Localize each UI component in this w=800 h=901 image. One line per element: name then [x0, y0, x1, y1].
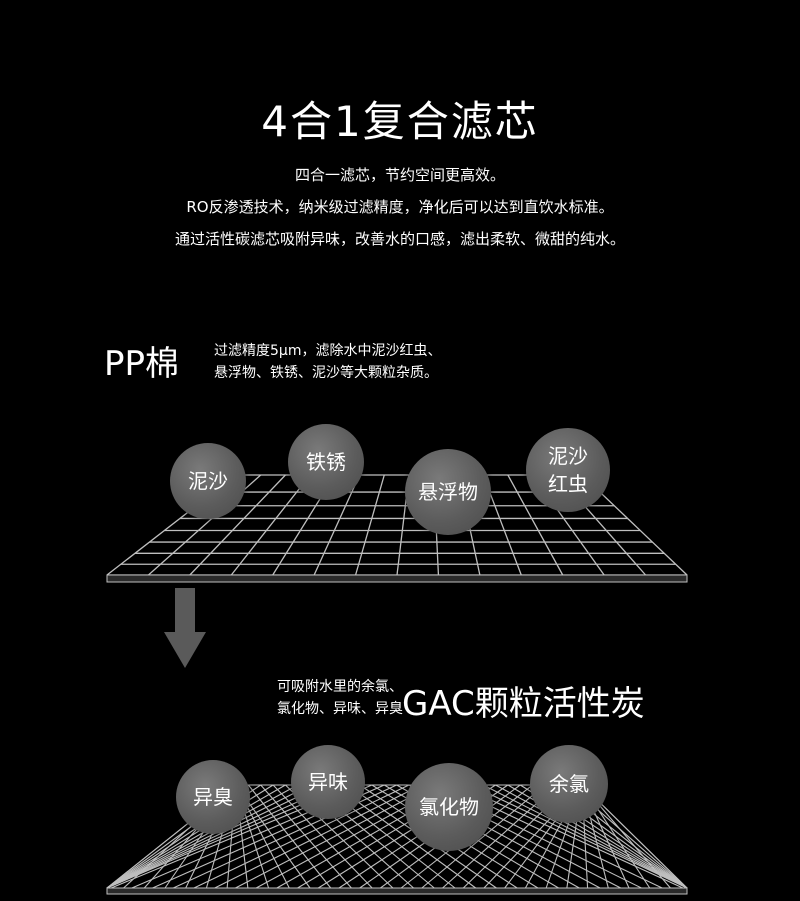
pp-bubble-rust: 铁锈 [288, 424, 364, 500]
gac-title: GAC颗粒活性炭 [402, 684, 645, 724]
intro-line-3: 通过活性碳滤芯吸附异味，改善水的口感，滤出柔软、微甜的纯水。 [174, 230, 625, 248]
gac-desc-line-2: 氯化物、异味、异臭 [277, 701, 403, 717]
pp-bubble-suspended-matter: 悬浮物 [405, 449, 491, 535]
pp-bubble-silt-redworm: 泥沙 红虫 [526, 428, 610, 512]
pp-bubble-silt: 泥沙 [170, 443, 246, 519]
down-arrow-icon [164, 588, 206, 668]
gac-description: 可吸附水里的余氯、 氯化物、异味、异臭 [233, 676, 403, 720]
gac-bubble-peculiar-smell: 异味 [291, 745, 365, 819]
gac-bubble-residual-chlorine: 余氯 [530, 745, 608, 823]
gac-bubble-odor: 异臭 [176, 760, 250, 834]
gac-bubble-chloride: 氯化物 [405, 763, 493, 851]
pp-title: PP棉 [104, 344, 180, 384]
intro-line-1: 四合一滤芯，节约空间更高效。 [294, 166, 505, 184]
pp-description: 过滤精度5μm，滤除水中泥沙红虫、 悬浮物、铁锈、泥沙等大颗粒杂质。 [214, 340, 514, 384]
page-title: 4合1复合滤芯 [261, 97, 539, 146]
gac-desc-line-1: 可吸附水里的余氯、 [277, 679, 403, 695]
intro-line-2: RO反渗透技术，纳米级过滤精度，净化后可以达到直饮水标准。 [186, 198, 614, 216]
pp-desc-line-2: 悬浮物、铁锈、泥沙等大颗粒杂质。 [214, 365, 438, 381]
pp-desc-line-1: 过滤精度5μm，滤除水中泥沙红虫、 [214, 343, 442, 359]
